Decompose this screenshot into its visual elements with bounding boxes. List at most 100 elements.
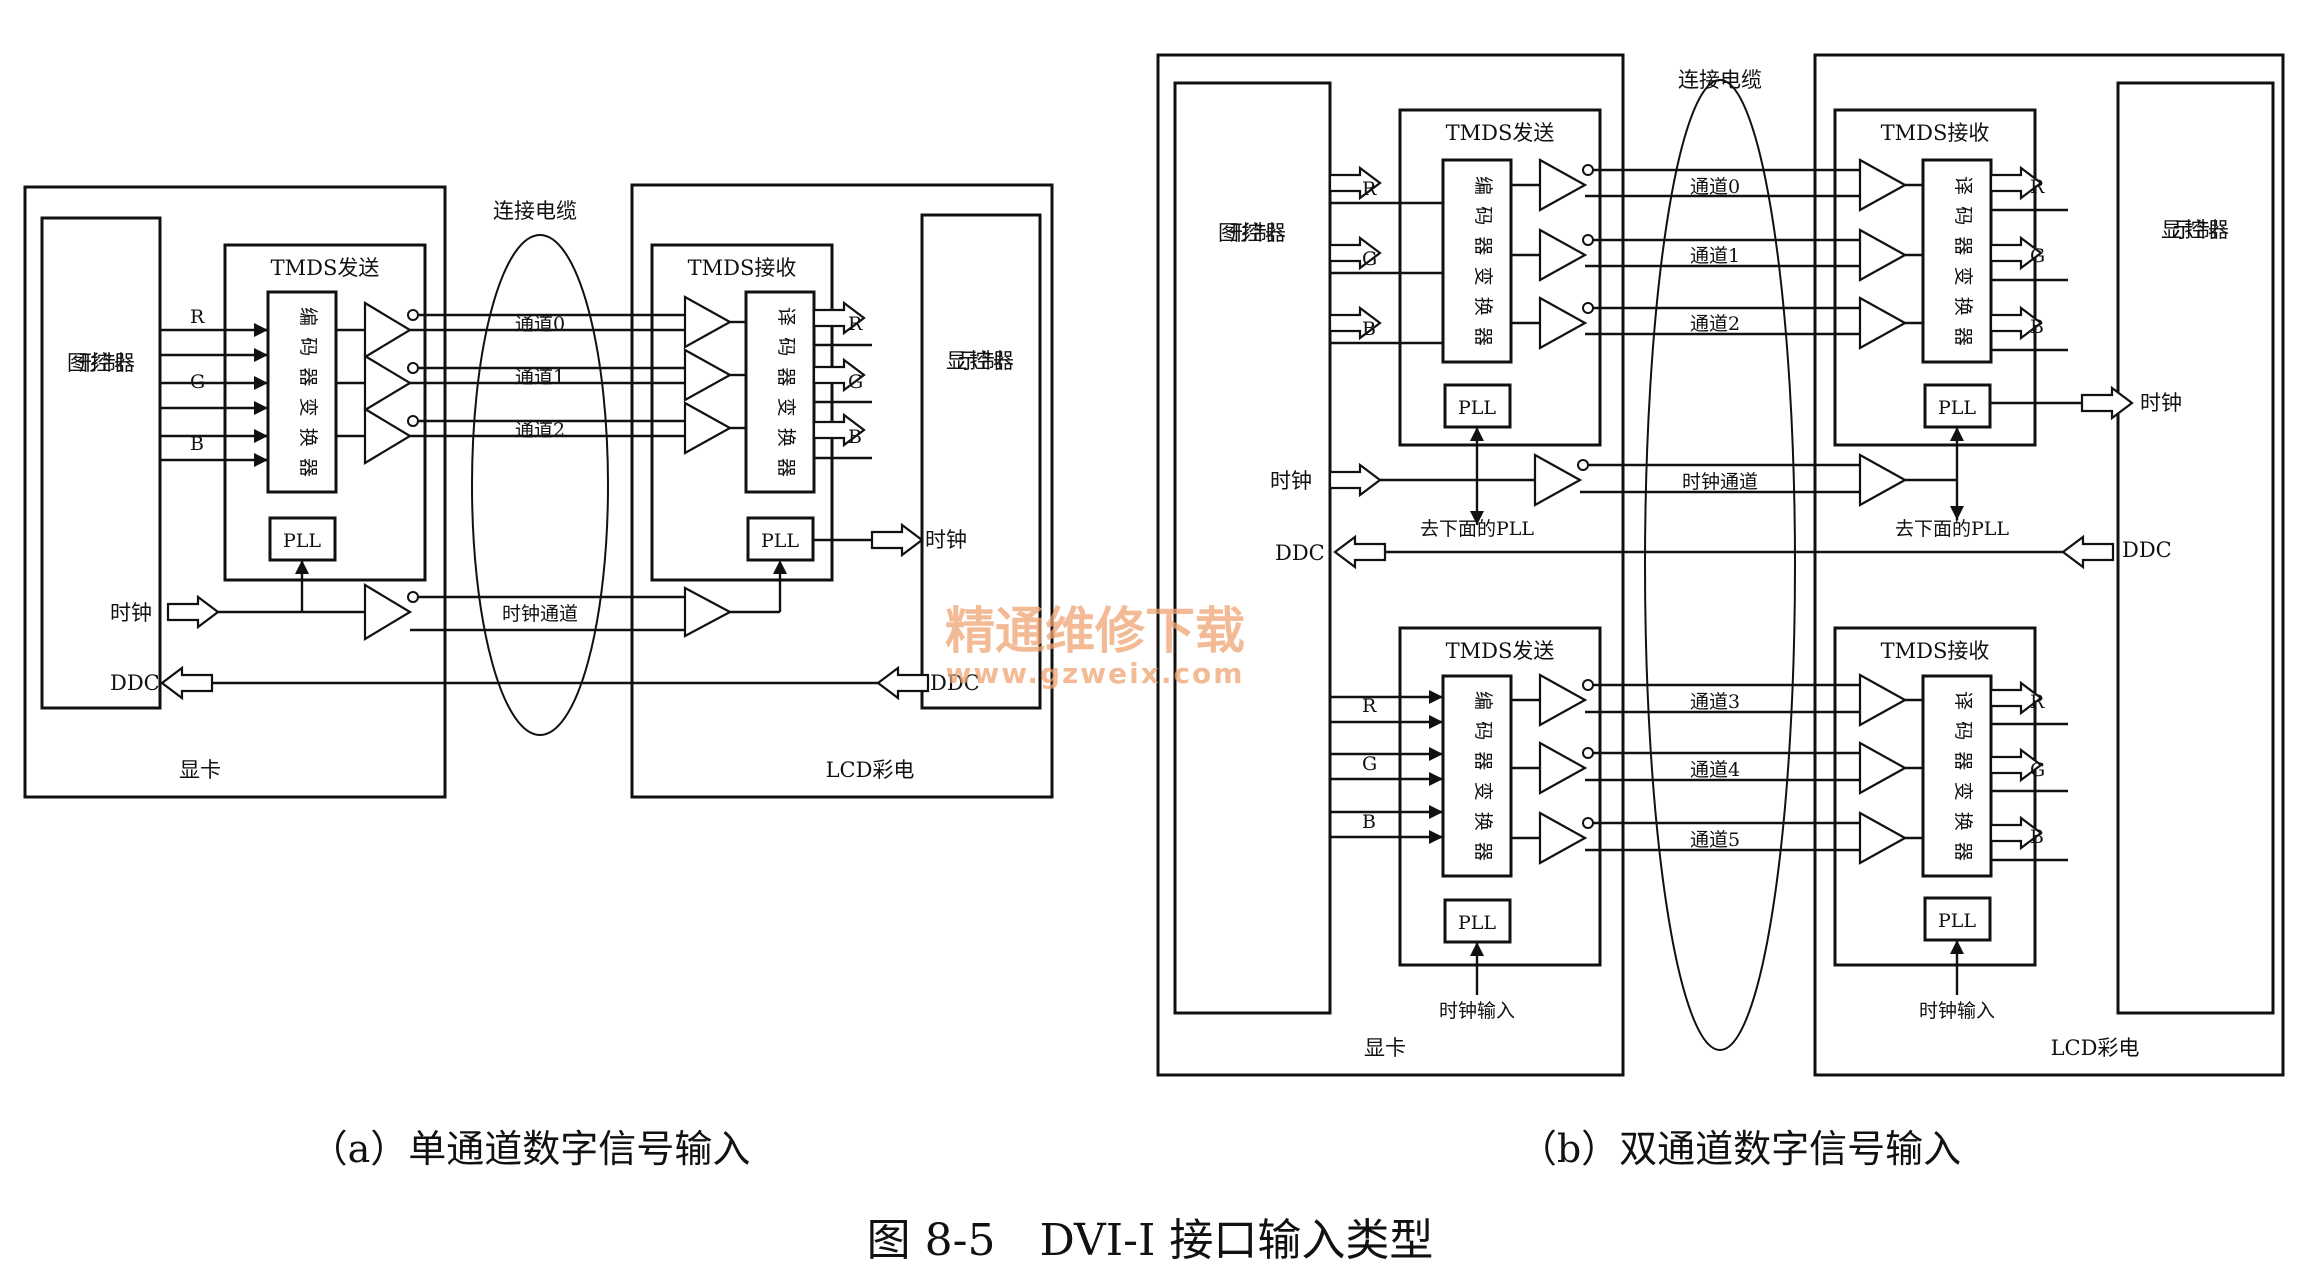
tmds-tx-label: TMDS发送 [271, 256, 380, 280]
g-out-lower-label: G [2030, 759, 2045, 781]
encoder-upper-label: 编码器变换器 [1472, 176, 1494, 346]
watermark: 精通维修下载 www.gzweix.com [945, 602, 1245, 690]
r-lower-label: R [1362, 695, 1377, 717]
ch2-label-b: 通道2 [1690, 313, 1740, 335]
ch3-label-b: 通道3 [1690, 691, 1740, 713]
g-out-upper-label: G [2030, 245, 2045, 267]
r-upper-label: R [1362, 178, 1377, 200]
tmds-rx-lower-block [1833, 626, 2037, 967]
tmds-receiver-block [650, 243, 834, 582]
clock-path-a: 时钟 时钟通道 时钟 [110, 523, 967, 641]
r-out-upper-label: R [2030, 176, 2045, 198]
cable-label-b: 连接电缆 [1678, 68, 1762, 92]
clock-in-label: 时钟 [110, 601, 152, 625]
g-upper-label: G [1362, 248, 1377, 270]
ddc-path-a: DDC DDC [110, 666, 980, 700]
tmds-rx-lower-label: TMDS接收 [1881, 639, 1990, 663]
diagram-b: 连接电缆 图形控制器 显示控制器 显卡 LCD彩电 TMDS发送 编码器变换器 … [1156, 53, 2285, 1077]
encoder-lower-block [1441, 674, 1513, 878]
lower-rx-b: TMDS接收 译码器变换器 PLL R G B 时钟输入 [1833, 626, 2068, 1022]
decoder-lower-block [1921, 674, 1993, 878]
tmds-rx-upper-label: TMDS接收 [1881, 121, 1990, 145]
figure-caption: 图 8-5 DVI-I 接口输入类型 [867, 1215, 1434, 1266]
tx-pll-label: PLL [283, 530, 321, 552]
tmds-tx-upper-label: TMDS发送 [1446, 121, 1555, 145]
lcd-tv-block-b [1813, 53, 2285, 1077]
cable-label: 连接电缆 [493, 199, 577, 223]
encoder-block [266, 290, 338, 494]
r-label: R [190, 306, 205, 328]
ch0-label: 通道0 [515, 313, 565, 335]
tx-pll-lower-label: PLL [1458, 912, 1496, 934]
b-out-label: B [848, 426, 862, 448]
clock-in-label-b: 时钟 [1270, 469, 1312, 493]
display-controller-block [920, 213, 1042, 710]
g-out-label: G [848, 371, 863, 393]
to-lower-pll-right: 去下面的PLL [1895, 518, 2009, 540]
ddc-right-label: DDC [930, 671, 980, 695]
b-label: B [190, 433, 204, 455]
g-lower-label: G [1362, 753, 1377, 775]
gpu-label: 图形控制器 [67, 351, 135, 375]
b-lower-label: B [1362, 811, 1376, 833]
channel-lines-a: 通道0 通道1 通道2 [410, 313, 685, 441]
rgb-inputs-a: R G B [160, 306, 268, 467]
ch1-label-b: 通道1 [1690, 245, 1740, 267]
display-controller-label-b: 显示控制器 [2161, 218, 2229, 242]
encoder-upper-block [1441, 158, 1513, 364]
watermark-cn: 精通维修下载 [945, 602, 1245, 660]
graphics-controller-block-b [1173, 81, 1332, 1015]
upper-tx-b: TMDS发送 编码器变换器 PLL R G B [1328, 108, 1602, 447]
ddc-path-b: 去下面的PLL 去下面的PLL DDC DDC [1275, 518, 2172, 569]
tmds-tx-upper-block [1398, 108, 1602, 447]
clock-out-label-b: 时钟 [2140, 391, 2182, 415]
r-out-lower-label: R [2030, 691, 2045, 713]
caption-b: （b）双通道数字信号输入 [1519, 1127, 1961, 1171]
clock-input-lower-tx: 时钟输入 [1439, 1000, 1515, 1022]
g-label: G [190, 371, 205, 393]
b-out-upper-label: B [2030, 316, 2044, 338]
tx-pll-upper-label: PLL [1458, 397, 1496, 419]
ch4-label-b: 通道4 [1690, 759, 1740, 781]
graphics-card-block [23, 185, 447, 799]
display-controller-label: 显示控制器 [946, 349, 1014, 373]
rx-pll-label: PLL [761, 530, 799, 552]
ch2-label: 通道2 [515, 419, 565, 441]
lower-tx-b: TMDS发送 编码器变换器 PLL R G B [1330, 626, 1602, 1022]
decoder-label: 译码器变换器 [775, 307, 797, 477]
encoder-lower-label: 编码器变换器 [1472, 691, 1494, 861]
ch0-label-b: 通道0 [1690, 176, 1740, 198]
display-controller-block-b [2116, 81, 2275, 1015]
ch5-label-b: 通道5 [1690, 829, 1740, 851]
rx-pll-upper-label: PLL [1938, 397, 1976, 419]
gpu-label-b: 图形控制器 [1218, 221, 1286, 245]
rx-pll-lower-label: PLL [1938, 910, 1976, 932]
upper-rx-b: TMDS接收 译码器变换器 PLL R G B 时钟 [1833, 108, 2182, 447]
tx-drivers-a [336, 301, 419, 465]
b-out-lower-label: B [2030, 826, 2044, 848]
cable-ellipse-b [1644, 79, 1796, 1051]
tmds-rx-label: TMDS接收 [688, 256, 797, 280]
graphics-card-label-b: 显卡 [1364, 1036, 1406, 1060]
clock-out-label: 时钟 [925, 528, 967, 552]
tmds-transmitter-block [223, 243, 427, 582]
rgb-outputs-a: R G B [812, 301, 872, 460]
caption-a: （a）单通道数字信号输入 [310, 1127, 751, 1171]
ddc-left-label-b: DDC [1275, 541, 1325, 565]
decoder-block [744, 290, 816, 494]
lcd-tv-block [630, 183, 1054, 799]
clock-input-lower-rx: 时钟输入 [1919, 1000, 1995, 1022]
lower-channels-b: 通道3 通道4 通道5 [1585, 683, 1860, 852]
ddc-right-label-b: DDC [2122, 538, 2172, 562]
clock-path-b: 时钟 时钟通道 [1270, 427, 1964, 525]
tmds-tx-lower-block [1398, 626, 1602, 967]
rx-drivers-a [683, 295, 746, 455]
clock-channel-label-b: 时钟通道 [1682, 471, 1758, 493]
graphics-card-label: 显卡 [179, 758, 221, 782]
watermark-url: www.gzweix.com [946, 657, 1245, 690]
graphics-controller-block [40, 216, 162, 710]
cable-ellipse [471, 234, 609, 736]
graphics-card-block-b [1156, 53, 1625, 1077]
encoder-label: 编码器变换器 [297, 307, 319, 477]
